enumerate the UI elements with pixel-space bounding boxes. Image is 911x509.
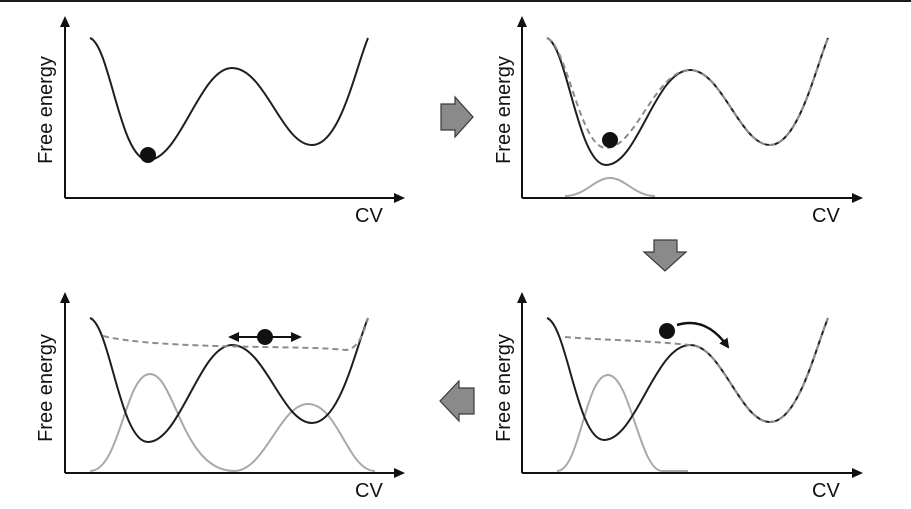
axes — [60, 292, 405, 478]
free-energy-curve — [89, 317, 369, 444]
y-axis-label: Free energy — [35, 56, 57, 164]
y-axis-label: Free energy — [493, 56, 515, 164]
biased-curve — [546, 37, 829, 150]
x-axis-arrowhead — [852, 468, 863, 478]
x-axis-label: CV — [812, 205, 840, 227]
y-axis-arrowhead — [517, 16, 527, 27]
axes — [517, 16, 863, 203]
free-energy-curve — [546, 37, 829, 167]
biased-curve — [564, 317, 829, 424]
particle — [140, 147, 156, 163]
panel-4: Free energy CV — [35, 292, 405, 502]
biased-curve — [102, 317, 369, 352]
panel-3: Free energy CV — [493, 292, 863, 502]
x-axis-arrowhead — [394, 193, 405, 203]
arrow-down-icon — [642, 239, 688, 272]
panel-2: Free energy CV — [493, 16, 863, 227]
arrow-left-icon — [439, 379, 475, 423]
free-energy-curve — [89, 37, 369, 162]
particle — [659, 323, 675, 339]
panel-1: Free energy CV — [35, 16, 405, 227]
gaussian-bias — [89, 372, 376, 473]
x-axis-arrowhead — [394, 468, 405, 478]
x-axis-arrowhead — [852, 193, 863, 203]
x-axis-label: CV — [812, 480, 840, 502]
arrow-right-icon — [440, 95, 474, 139]
axes — [60, 16, 405, 203]
curved-arrow-icon — [676, 321, 730, 349]
axes — [517, 292, 863, 478]
gaussian-bias — [556, 373, 688, 472]
y-axis-arrowhead — [517, 292, 527, 303]
x-axis-label: CV — [355, 205, 383, 227]
y-axis-arrowhead — [60, 292, 70, 303]
y-axis-arrowhead — [60, 16, 70, 27]
x-axis-label: CV — [355, 480, 383, 502]
particle — [257, 329, 273, 345]
gaussian-bias — [564, 176, 656, 197]
y-axis-label: Free energy — [35, 334, 57, 442]
free-energy-curve — [546, 317, 829, 442]
particle — [602, 132, 618, 148]
top-rule — [0, 0, 911, 2]
y-axis-label: Free energy — [493, 334, 515, 442]
